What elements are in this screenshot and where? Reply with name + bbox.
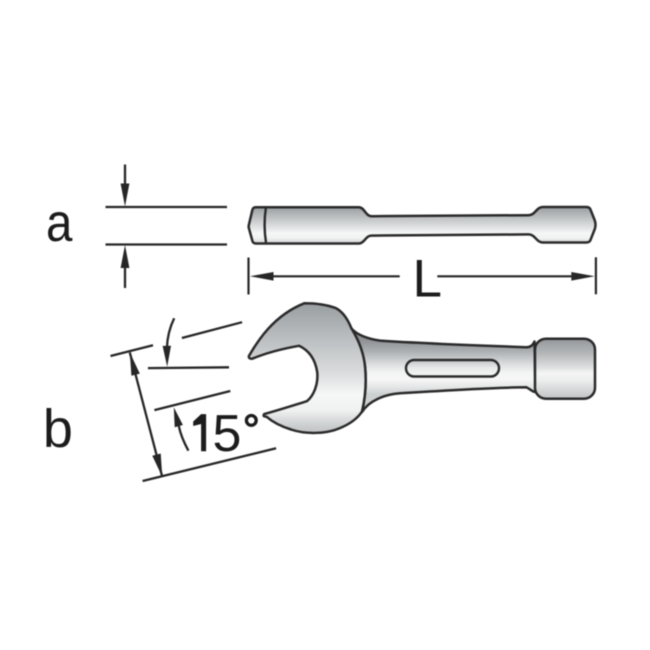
svg-text:L: L: [413, 250, 442, 309]
svg-text:5: 5: [213, 405, 242, 463]
svg-text:b: b: [43, 399, 73, 459]
svg-text:a: a: [46, 192, 73, 253]
